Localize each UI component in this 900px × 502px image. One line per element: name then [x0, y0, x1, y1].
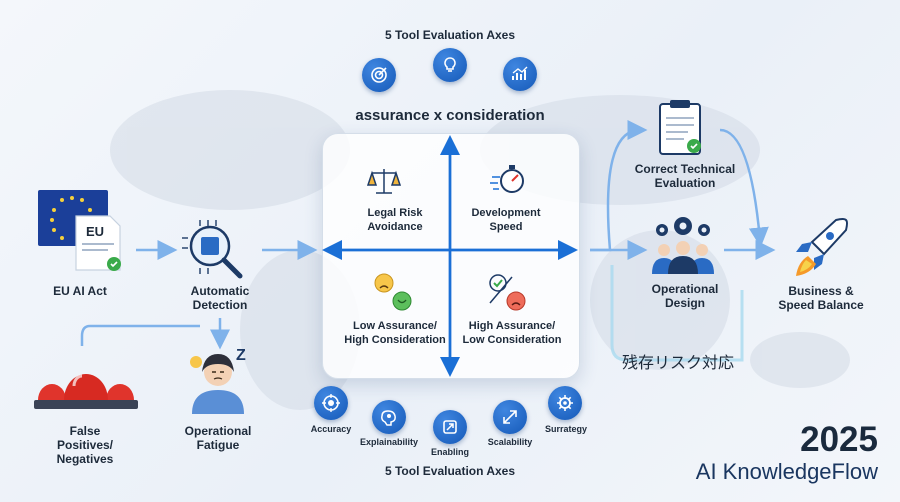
matrix-title: assurance x consideration	[355, 107, 545, 124]
team-gears-icon	[652, 217, 714, 274]
expand-icon	[493, 400, 527, 434]
fatigue-zz-text: Z	[236, 347, 246, 364]
bottom-axes-title: 5 Tool Evaluation Axes	[384, 464, 516, 478]
quadrant-top-left: Legal Risk Avoidance	[367, 207, 423, 233]
axis-enabling-label: Enabling	[431, 447, 469, 457]
correct-evaluation-label: Correct Technical Evaluation	[634, 162, 736, 190]
eu-ai-act-label: EU AI Act	[53, 284, 107, 298]
eu-flag-document-icon	[38, 190, 121, 271]
brand-year: 2025	[800, 420, 878, 459]
quadrant-axes	[322, 135, 578, 377]
quadrant-bottom-left: Low Assurance/ High Consideration	[344, 320, 446, 346]
residual-risk-label: 残存リスク対応	[621, 355, 734, 372]
check-cross-icon	[489, 274, 526, 311]
top-axes-title: 5 Tool Evaluation Axes	[384, 28, 516, 42]
target-icon	[362, 58, 396, 92]
eu-document-text: EU	[85, 224, 105, 239]
fatigued-person-icon	[190, 354, 244, 414]
false-positives-label: False Positives/ Negatives	[56, 424, 114, 466]
clipboard-icon	[659, 100, 701, 155]
scale-icon	[366, 169, 402, 194]
axis-explainability-label: Explainability	[359, 437, 419, 447]
target-icon	[314, 386, 348, 420]
lightbulb-icon	[433, 48, 467, 82]
alarm-light-icon	[34, 374, 138, 409]
operational-design-label: Operational Design	[651, 282, 719, 310]
quadrant-bottom-right: High Assurance/ Low Consideration	[462, 320, 562, 346]
gear-icon	[548, 386, 582, 420]
rocket-icon	[796, 218, 848, 276]
axis-scalability-label: Scalability	[487, 437, 533, 447]
enable-icon	[433, 410, 467, 444]
stopwatch-icon	[490, 165, 524, 193]
brain-icon	[372, 400, 406, 434]
axis-accuracy-label: Accuracy	[310, 424, 352, 434]
chip-magnifier-icon	[182, 220, 243, 279]
growth-chart-icon	[503, 57, 537, 91]
business-balance-label: Business & Speed Balance	[778, 284, 864, 312]
axis-surrategy-label: Surrategy	[544, 424, 588, 434]
automatic-detection-label: Automatic Detection	[190, 284, 250, 312]
operational-fatigue-label: Operational Fatigue	[184, 424, 252, 452]
quadrant-top-right: Development Speed	[471, 207, 541, 233]
sad-happy-faces-icon	[374, 273, 412, 311]
brand-name: AI KnowledgeFlow	[695, 459, 878, 484]
